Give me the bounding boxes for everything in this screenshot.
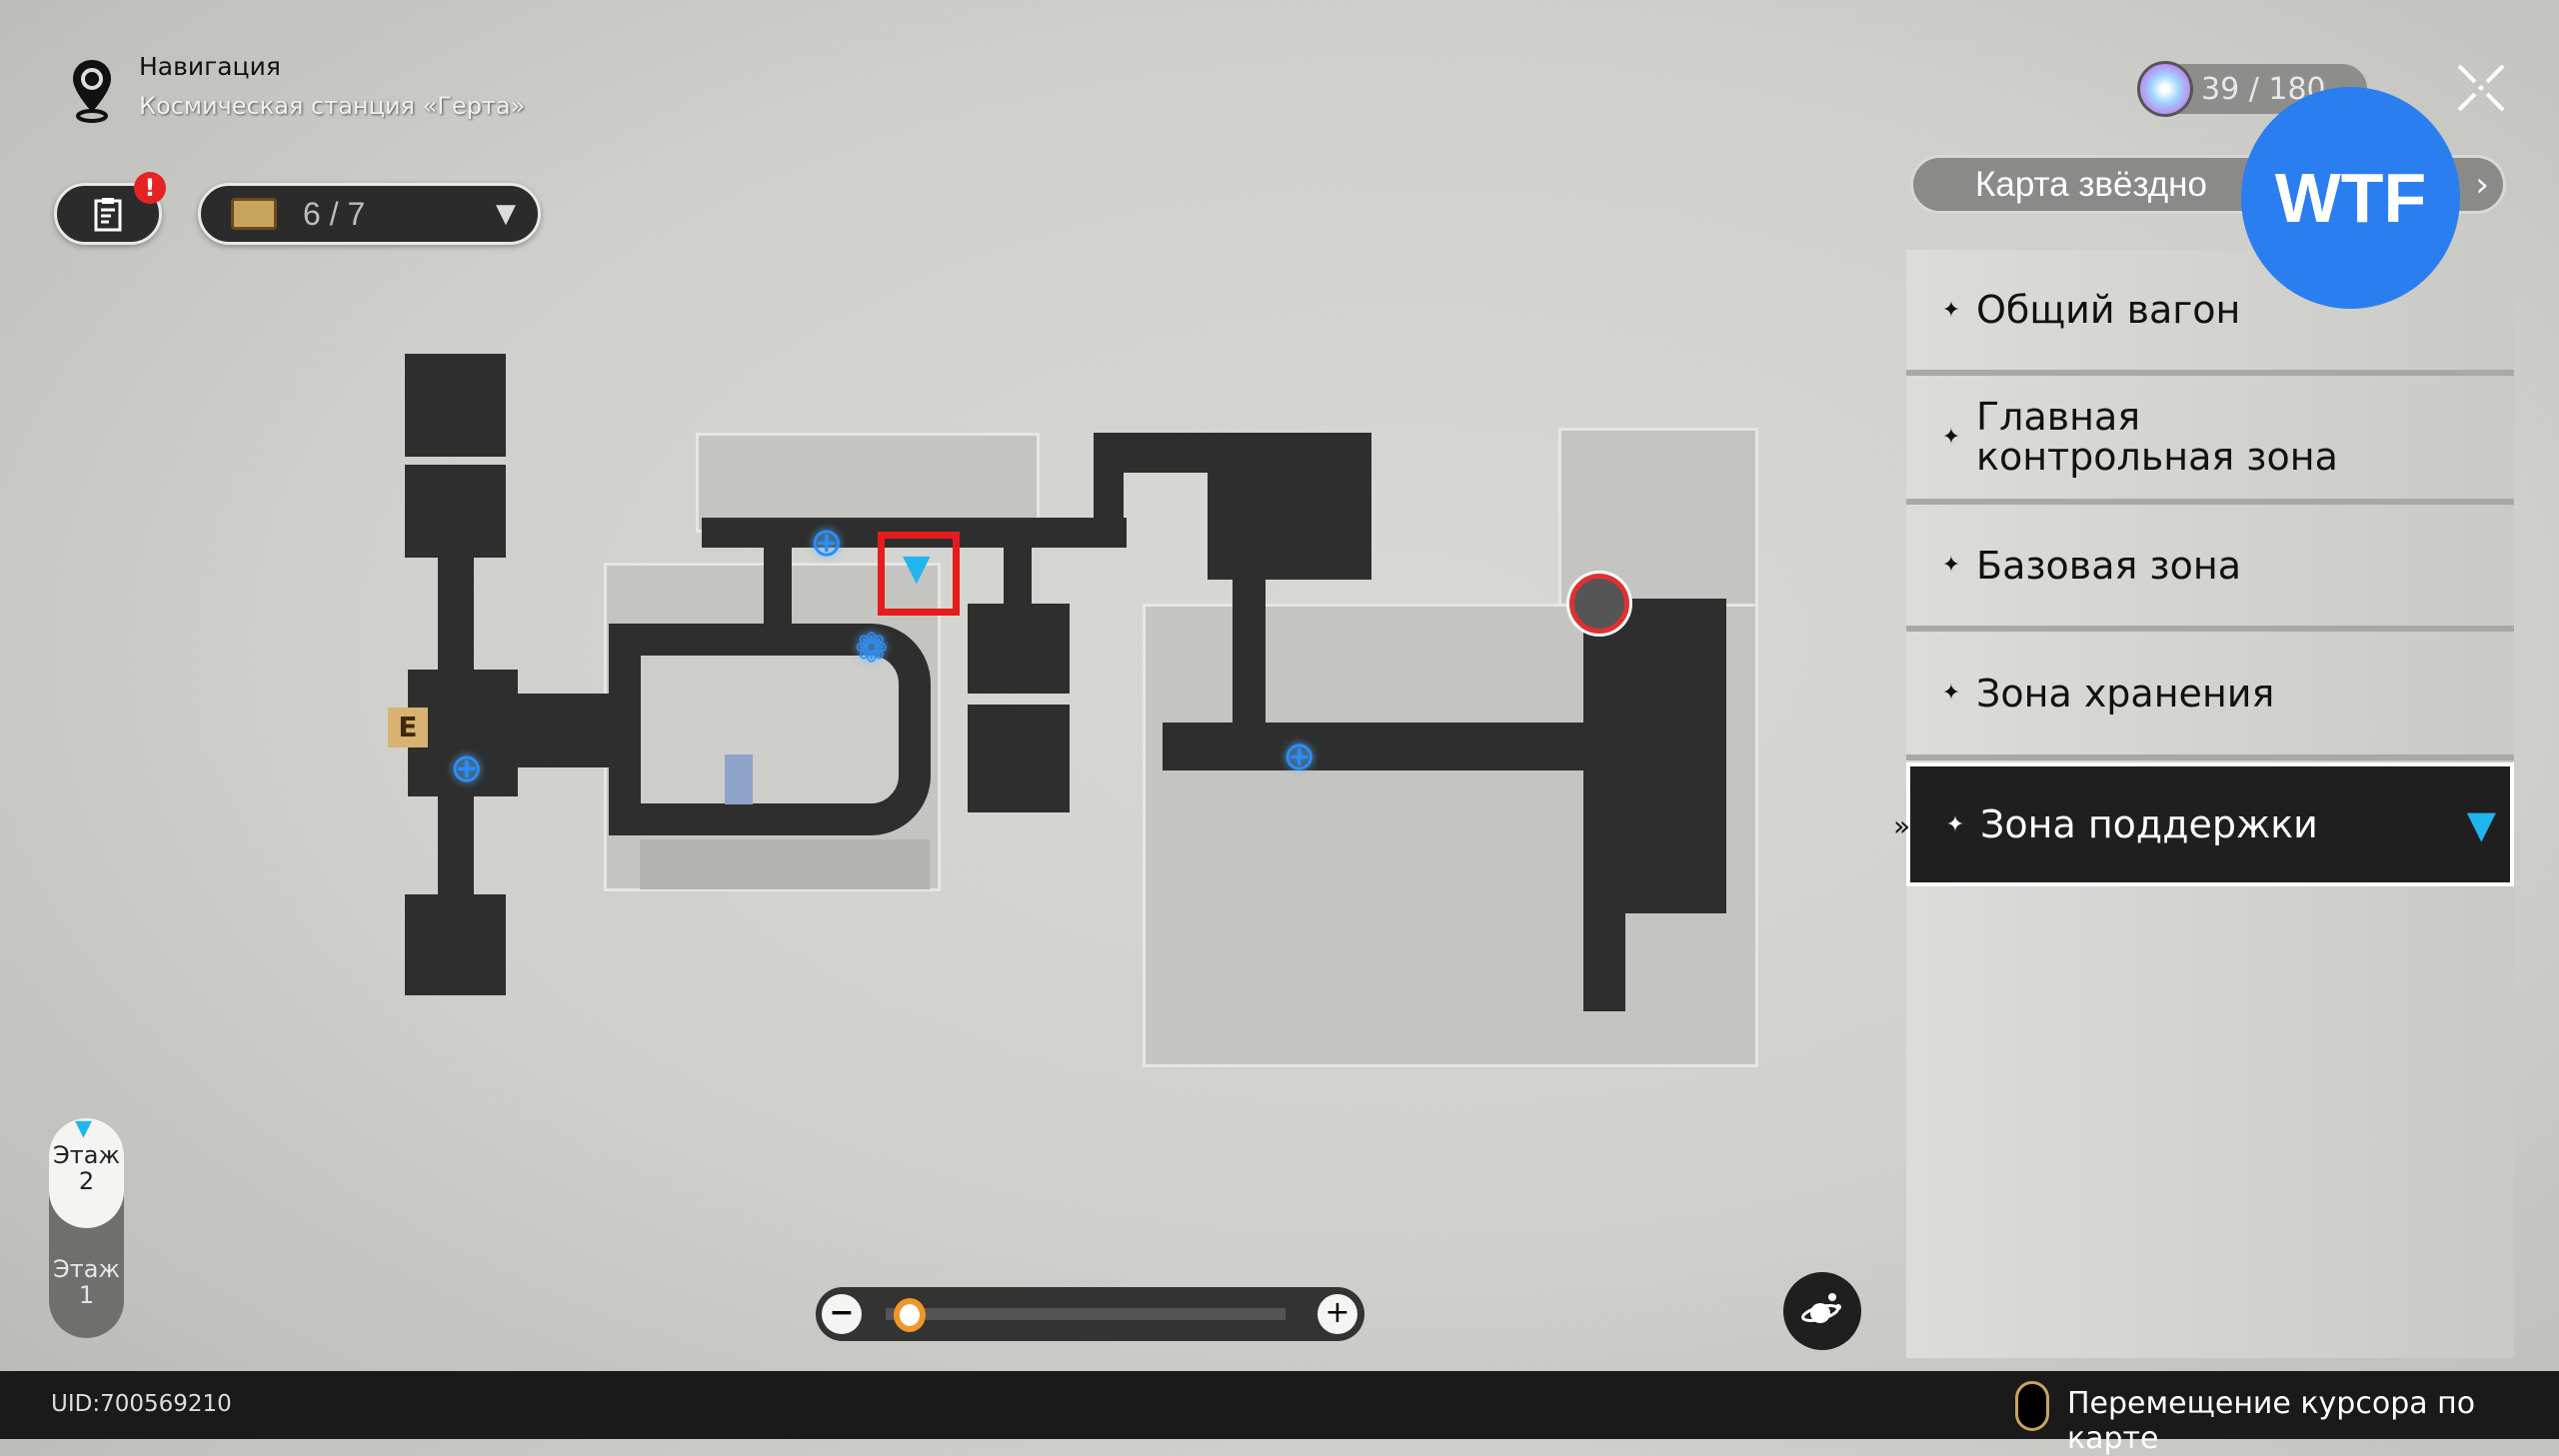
map-room	[405, 465, 506, 558]
map-room	[405, 894, 506, 995]
star-icon: ✦	[1941, 297, 1961, 323]
stamina-icon	[2137, 61, 2193, 117]
location-pin-icon	[70, 58, 114, 128]
map-building	[696, 433, 1040, 533]
map-corridor	[1233, 572, 1266, 731]
map-corridor	[764, 548, 792, 628]
star-map-label: Карта звёздно	[1975, 164, 2207, 204]
selection-arrow-icon: »	[1893, 809, 1911, 842]
map-corridor	[1583, 604, 1625, 1011]
zone-item-selected[interactable]: ✦Зона поддержки▼	[1906, 762, 2514, 886]
zone-list: ✦Общий вагон ✦Главная контрольная зона ✦…	[1906, 250, 2514, 1358]
zoom-track[interactable]	[886, 1308, 1285, 1320]
uid-label: UID:700569210	[51, 1391, 232, 1417]
map-ring-corridor	[609, 624, 931, 835]
treasure-dropdown[interactable]: 6 / 7 ▼	[198, 183, 541, 245]
page-title: Навигация	[139, 52, 281, 81]
mouse-icon	[2015, 1381, 2049, 1431]
chevron-down-icon: ▼	[496, 199, 516, 229]
elevator	[725, 754, 753, 804]
star-icon: ✦	[1941, 681, 1961, 706]
star-icon: ✦	[1941, 553, 1961, 578]
map-cursor-hint: Перемещение курсора по карте	[2067, 1386, 2476, 1456]
map-room	[1624, 599, 1726, 913]
current-floor-icon: ▼	[75, 1116, 92, 1141]
zone-item[interactable]: ✦Главная контрольная зона	[1906, 376, 2514, 505]
map-corridor	[1004, 518, 1032, 608]
teleport-icon[interactable]: ⊕	[1282, 733, 1316, 779]
chest-count: 6 / 7	[303, 195, 366, 232]
teleport-icon[interactable]: ⊕	[810, 520, 844, 566]
teleport-icon[interactable]: ⊕	[450, 745, 484, 791]
target-marker-icon[interactable]	[1569, 574, 1629, 634]
planet-icon	[1801, 1293, 1841, 1323]
star-icon: ✦	[1941, 424, 1961, 450]
wtf-logo: WTF	[2241, 87, 2460, 309]
zone-item[interactable]: ✦Базовая зона	[1906, 505, 2514, 632]
map-room	[968, 705, 1070, 812]
map-area[interactable]: ⊕ ⊕ ⊕ ❁ E ▼	[0, 0, 1879, 1359]
chevron-right-icon: ›	[2475, 164, 2489, 205]
player-location-icon: ▼	[2466, 802, 2496, 846]
space-anchor-icon[interactable]: ❁	[855, 626, 889, 672]
clipboard-icon	[94, 198, 122, 232]
chest-icon	[231, 198, 277, 230]
zoom-control: − +	[816, 1287, 1364, 1341]
zoom-slider-handle[interactable]	[894, 1298, 926, 1332]
footer-bar: UID:700569210 Перемещение курсора по кар…	[0, 1371, 2559, 1456]
zone-item[interactable]: ✦Общий вагон	[1906, 250, 2514, 376]
close-icon[interactable]	[2455, 62, 2507, 118]
notification-badge: !	[134, 172, 166, 204]
exit-icon[interactable]: E	[388, 708, 428, 747]
player-arrow-icon: ▼	[903, 548, 931, 589]
map-room	[1208, 433, 1371, 580]
map-corridor	[1163, 723, 1632, 770]
star-icon: ✦	[1945, 811, 1965, 837]
zoom-in-button[interactable]: +	[1317, 1294, 1357, 1334]
map-building	[640, 839, 930, 889]
planet-button[interactable]	[1783, 1272, 1861, 1350]
zone-item[interactable]: ✦Зона хранения	[1906, 632, 2514, 760]
highlight-box	[878, 532, 960, 616]
map-corridor	[474, 694, 614, 767]
zoom-out-button[interactable]: −	[822, 1294, 862, 1334]
map-room	[968, 604, 1070, 694]
location-name: Космическая станция «Герта»	[139, 92, 526, 120]
map-room	[405, 354, 506, 457]
